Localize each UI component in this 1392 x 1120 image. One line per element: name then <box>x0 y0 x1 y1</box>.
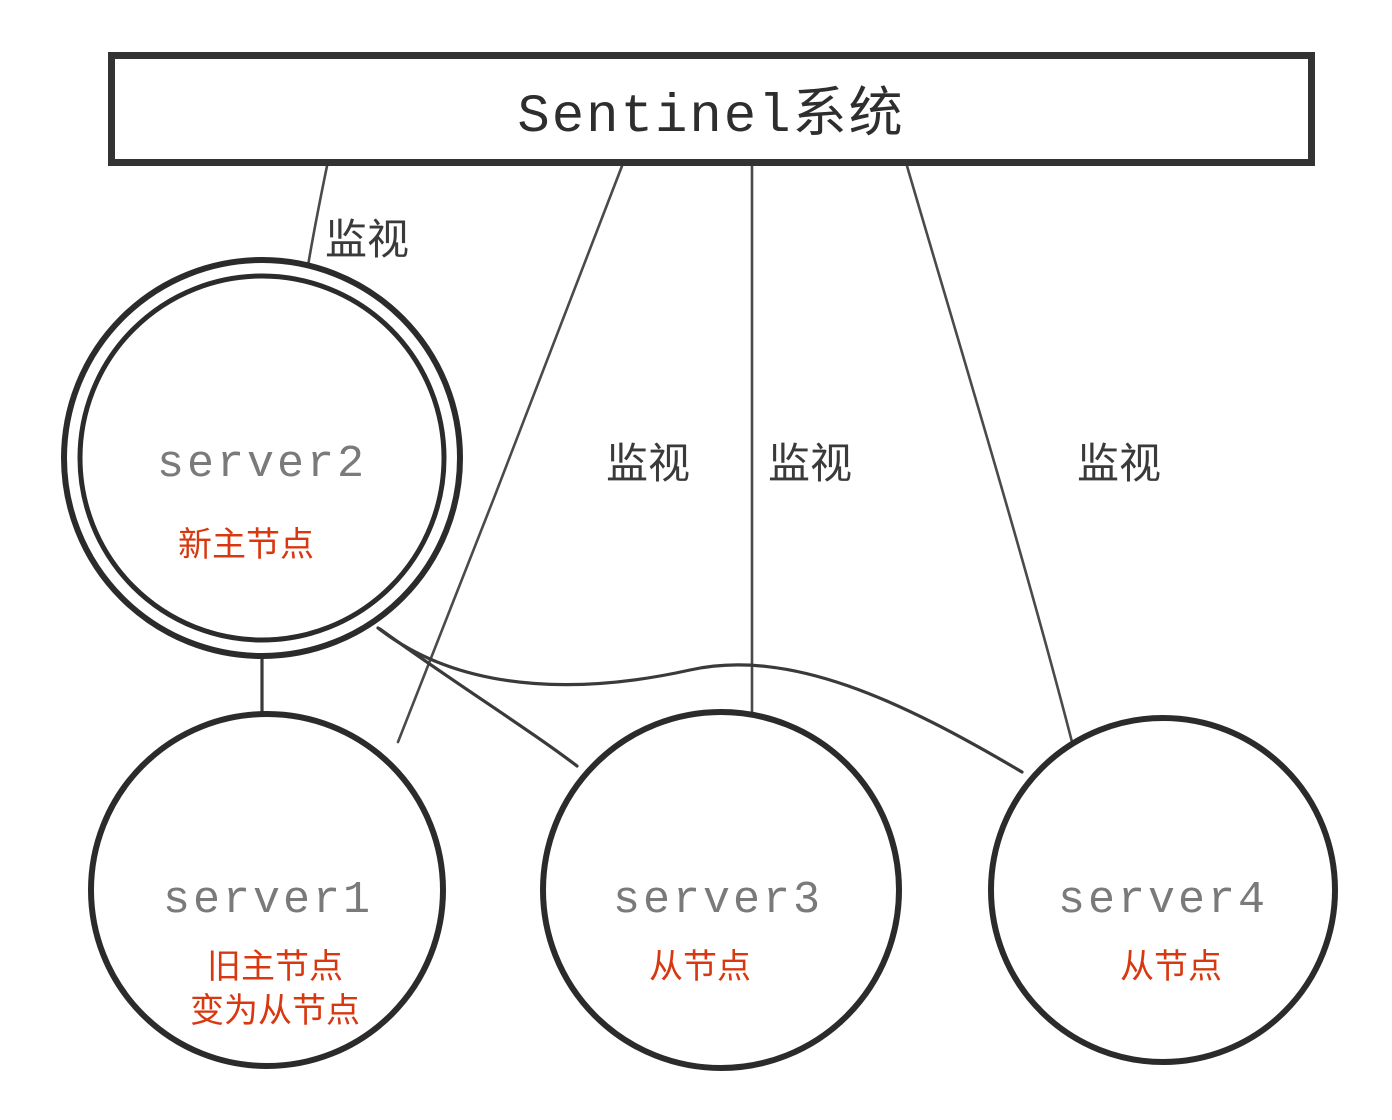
sentinel-system-box[interactable]: Sentinel系统 <box>108 52 1315 166</box>
watch-label-server3: 监视 <box>768 442 852 488</box>
watch-label-server1: 监视 <box>606 442 690 488</box>
node-server3[interactable]: server3 从节点 <box>540 709 902 1071</box>
server2-role-line-1: 新主节点 <box>178 526 314 564</box>
watch-label-server2: 监视 <box>325 218 409 264</box>
server3-label: server3 <box>613 875 823 926</box>
node-server2[interactable]: server2 新主节点 <box>61 257 463 659</box>
server1-label: server1 <box>163 875 373 926</box>
server3-circle <box>540 709 902 1071</box>
server1-role-line-1: 旧主节点 <box>207 948 343 986</box>
node-server4[interactable]: server4 从节点 <box>988 715 1338 1065</box>
node-server1[interactable]: server1 旧主节点 变为从节点 <box>88 711 446 1069</box>
watch-label-server4: 监视 <box>1077 442 1161 488</box>
watch-label-layer: 监视 监视 监视 监视 <box>325 218 1161 488</box>
server4-label: server4 <box>1058 875 1268 926</box>
edge-sentinel-to-server2 <box>304 164 329 280</box>
sentinel-box-outline <box>108 52 1315 166</box>
server4-role-line-1: 从节点 <box>1120 948 1222 986</box>
server2-label: server2 <box>157 439 367 490</box>
server1-role-line-2: 变为从节点 <box>190 992 360 1030</box>
edge-layer <box>260 164 1074 774</box>
server3-role-line-1: 从节点 <box>649 948 751 986</box>
server1-circle <box>88 711 446 1069</box>
edge-server2-to-server4 <box>376 626 1024 774</box>
server2-outer-ring <box>61 257 463 659</box>
server4-circle <box>988 715 1338 1065</box>
sentinel-title: Sentinel系统 <box>517 84 904 148</box>
server2-inner-ring <box>77 273 447 643</box>
edge-sentinel-to-server4 <box>905 164 1074 744</box>
